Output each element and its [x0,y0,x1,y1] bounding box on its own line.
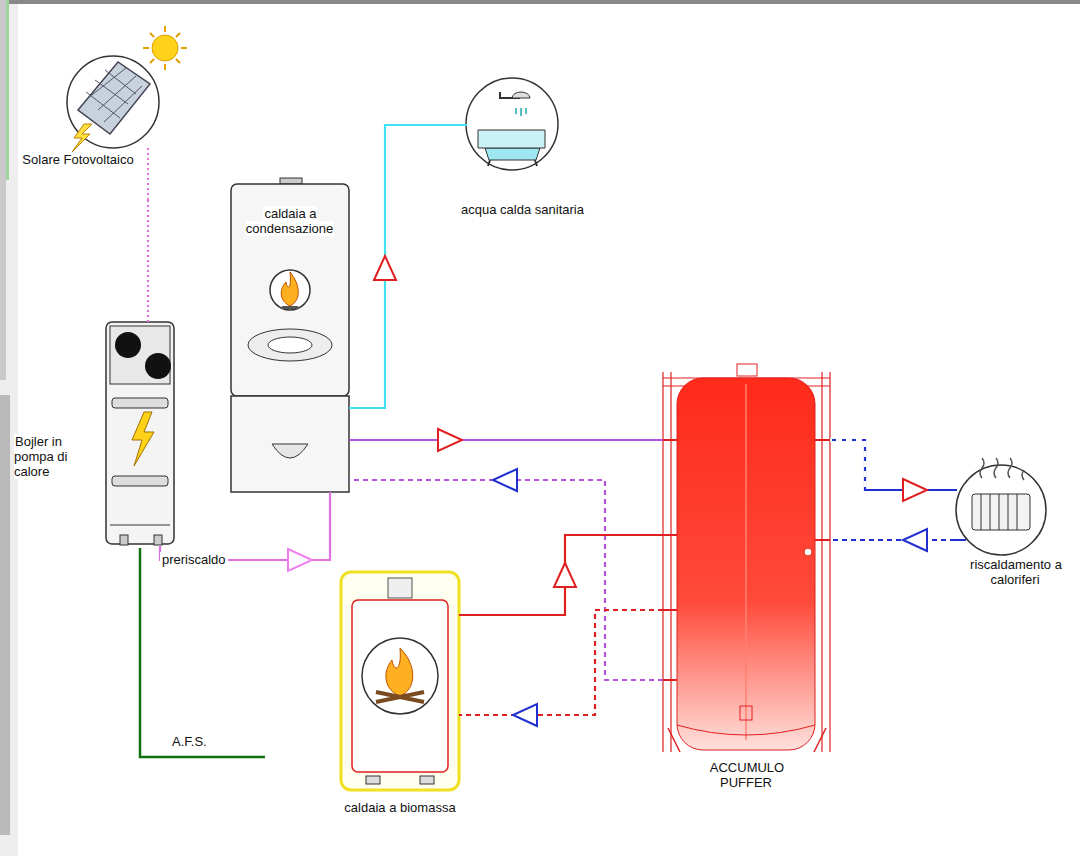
flow-arrowhead [554,563,576,587]
pv-panel-node: Solare Fotovoltaico [15,55,165,200]
left-strip [0,395,10,835]
label-patch: Solare Fotovoltaico [21,152,134,167]
node-label: acqua calda sanitaria [455,202,590,217]
node-label: Bojler in pompa di calore [14,434,98,479]
label-patch: Bojler in pompa di calore [14,434,67,479]
pipe-connector-group [830,529,955,551]
biomass-node: caldaia a biomassa [341,572,459,848]
pipe-connector-group [459,535,663,615]
node-label: caldaia a condensazione [233,206,347,236]
pipe-connector [459,535,663,615]
flow-arrowhead [513,704,537,726]
cold-water-pipe [140,548,265,757]
pipe-connector-group [160,492,330,571]
left-strip [0,0,6,380]
pipe-connector-group [349,469,663,680]
pipe-connector [830,440,955,490]
flow-arrowhead [903,529,927,551]
pipe-outlet-dash [830,440,865,490]
puffer-tank [663,364,830,752]
pipe-connector [349,480,663,680]
flow-arrowhead [438,429,462,451]
label-patch: caldaia a condensazione [246,206,334,236]
flow-arrowhead [288,549,312,571]
drawing-sheet [18,4,1080,856]
label-patch: acqua calda sanitaria [460,202,585,217]
pipe-connector [349,439,663,441]
heat-pump-boiler [106,322,174,545]
pipe-label: A.F.S. [170,734,209,749]
pipe-connector [349,125,455,408]
pipe-connector [459,610,663,715]
pipe-connector-group [830,440,955,501]
node-label: riscaldamento a caloriferi [955,557,1076,587]
label-patch: riscaldamento a caloriferi [969,557,1062,587]
pipe-connector-group [148,200,149,322]
pipe-connector [160,492,330,560]
boiler-box: caldaia a condensazione [231,184,349,492]
flow-arrowhead [493,469,517,491]
shower-bath-icon [466,78,558,170]
pipe-stub [455,124,467,126]
label-patch: ACCUMULO PUFFER [709,760,784,790]
top-strip [0,0,1080,4]
pipe-connector-group [349,125,455,408]
pv-panel-icon [67,26,187,152]
edge-label: preriscaldo [160,552,228,567]
pipe-connector-group [349,429,663,451]
heat-pump-node: Bojler in pompa di calore [12,322,174,546]
flow-arrowhead [903,479,927,501]
pipe-connector-group [459,610,663,726]
label-patch: caldaia a biomassa [343,800,456,815]
node-label: Solare Fotovoltaico [17,152,139,167]
pipe-connector [147,200,149,322]
left-strip [6,0,9,180]
node-label: caldaia a biomassa [341,800,459,815]
hot-water-node: acqua calda sanitaria [455,78,590,250]
pipe-stub [955,490,966,540]
node-label: ACCUMULO PUFFER [687,760,806,790]
tank-node: ACCUMULO PUFFER [663,372,830,806]
radiator-node: riscaldamento a caloriferi [955,465,1076,613]
biomass-boiler [341,572,459,790]
condensing-boiler [231,178,349,492]
flow-arrowhead [374,256,396,280]
pipe-connector [830,539,955,541]
radiator-icon [956,458,1046,555]
pv-cable-stub [147,148,149,200]
